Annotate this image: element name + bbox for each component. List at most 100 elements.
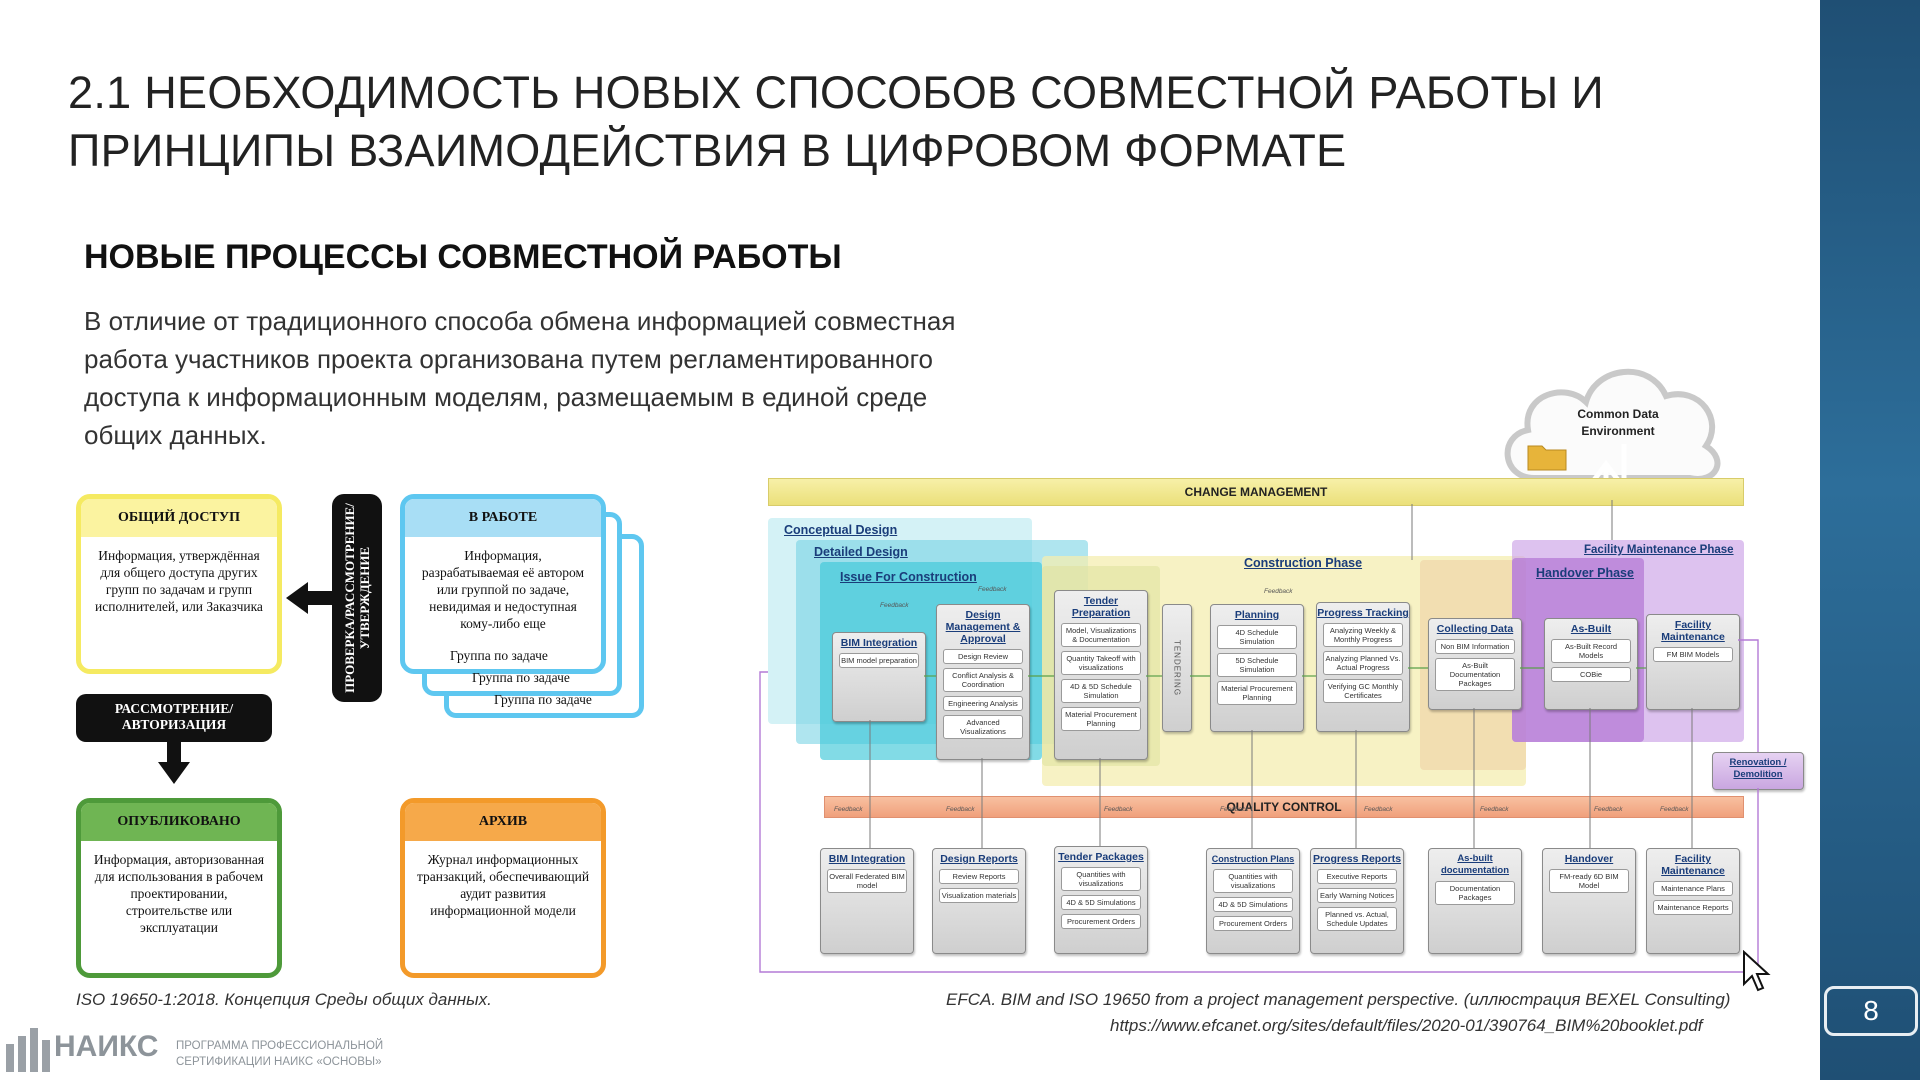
output-chip: Documentation Packages <box>1435 881 1515 905</box>
process-tender-preparation: Tender Preparation Model, Visualizations… <box>1054 590 1148 760</box>
construction-phase-label: Construction Phase <box>1244 556 1363 570</box>
output-as-built-documentation: As-built documentation Documentation Pac… <box>1428 848 1522 954</box>
output-facility-maintenance: Facility Maintenance Maintenance Plans M… <box>1646 848 1740 954</box>
feedback-tag: Feedback <box>880 602 909 609</box>
output-title: As-built documentation <box>1440 853 1510 876</box>
efca-diagram: Common Data Environment CHANGE MANAGEMEN… <box>759 369 1804 1035</box>
change-management-bar: CHANGE MANAGEMENT <box>768 478 1744 506</box>
process-title: Planning <box>1234 609 1280 621</box>
task-group-label-3: Группа по задаче <box>494 692 592 707</box>
feedback-tag: Feedback <box>1480 806 1509 813</box>
process-chip: As-Built Documentation Packages <box>1435 658 1515 691</box>
output-title: Construction Plans <box>1211 854 1295 864</box>
iso-caption: ISO 19650-1:2018. Концепция Среды общих … <box>76 990 492 1009</box>
output-chip: Quantities with visualizations <box>1213 869 1293 893</box>
process-title: Design Management & Approval <box>945 609 1021 645</box>
output-design-reports: Design Reports Review Reports Visualizat… <box>932 848 1026 954</box>
authorize-tag: РАССМОТРЕНИЕ/ АВТОРИЗАЦИЯ <box>76 694 272 742</box>
process-chip: FM BIM Models <box>1653 647 1733 662</box>
page-number: 8 <box>1824 986 1918 1036</box>
handover-phase-label: Handover Phase <box>1536 566 1634 580</box>
efca-link[interactable]: https://www.efcanet.org/sites/default/fi… <box>1110 1016 1703 1035</box>
process-planning: Planning 4D Schedule Simulation 5D Sched… <box>1210 604 1304 732</box>
process-chip: 4D & 5D Schedule Simulation <box>1061 679 1141 703</box>
cloud-label: Common Data Environment <box>1577 407 1659 438</box>
output-progress-reports: Progress Reports Executive Reports Early… <box>1310 848 1404 954</box>
output-chip: Executive Reports <box>1317 869 1397 884</box>
section-title: НОВЫЕ ПРОЦЕССЫ СОВМЕСТНОЙ РАБОТЫ <box>84 238 842 276</box>
footer-program-line-1: ПРОГРАММА ПРОФЕССИОНАЛЬНОЙ <box>176 1040 384 1052</box>
output-handover: Handover FM-ready 6D BIM Model <box>1542 848 1636 954</box>
output-title: Progress Reports <box>1312 853 1402 865</box>
left-arrow-icon <box>286 582 334 614</box>
output-bim-integration: BIM Integration Overall Federated BIM mo… <box>820 848 914 954</box>
shared-card: ОБЩИЙ ДОСТУП Информация, утверждённая дл… <box>76 494 282 674</box>
process-chip: Model, Visualizations & Documentation <box>1061 623 1141 647</box>
archive-card: АРХИВ Журнал информационных транзакций, … <box>400 798 606 978</box>
process-collecting-data: Collecting Data Non BIM Information As-B… <box>1428 618 1522 710</box>
published-card-text: Информация, авторизованная для использов… <box>93 852 265 935</box>
wip-card: В РАБОТЕ Информация, разрабатываемая её … <box>400 494 606 674</box>
process-chip: Analyzing Weekly & Monthly Progress <box>1323 623 1403 647</box>
footer-logo-text: НАИКС <box>54 1030 159 1063</box>
output-chip: Review Reports <box>939 869 1019 884</box>
connector-line <box>1738 639 1759 752</box>
feedback-tag: Feedback <box>946 806 975 813</box>
naiks-logo-icon <box>6 1028 50 1072</box>
feedback-tag: Feedback <box>1660 806 1689 813</box>
down-arrow-icon <box>158 742 190 784</box>
connector-line <box>759 671 1759 973</box>
process-chip: COBie <box>1551 667 1631 682</box>
feedback-tag: Feedback <box>1594 806 1623 813</box>
shared-card-title: ОБЩИЙ ДОСТУП <box>81 499 277 537</box>
feedback-tag: Feedback <box>1104 806 1133 813</box>
renovation-label: Renovation / Demolition <box>1729 757 1787 780</box>
process-title: Progress Tracking <box>1317 607 1409 619</box>
process-title: Collecting Data <box>1436 623 1514 635</box>
output-chip: Procurement Orders <box>1061 914 1141 929</box>
output-tender-packages: Tender Packages Quantities with visualiz… <box>1054 846 1148 954</box>
output-title: BIM Integration <box>828 853 906 865</box>
task-group-label-1: Группа по задаче <box>450 648 548 663</box>
published-card-title: ОПУБЛИКОВАНО <box>81 803 277 841</box>
task-group-label-2: Группа по задаче <box>472 670 570 685</box>
process-title: Tender Preparation <box>1071 595 1131 619</box>
output-chip: 4D & 5D Simulations <box>1061 895 1141 910</box>
process-title: As-Built <box>1570 623 1612 635</box>
conceptual-design-label: Conceptual Design <box>784 523 898 537</box>
process-chip: 4D Schedule Simulation <box>1217 625 1297 649</box>
output-title: Handover <box>1564 853 1614 865</box>
archive-card-text: Журнал информационных транзакций, обеспе… <box>416 852 590 918</box>
process-chip: Quantity Takeoff with visualizations <box>1061 651 1141 675</box>
process-design-management: Design Management & Approval Design Revi… <box>936 604 1030 760</box>
issue-construction-label: Issue For Construction <box>840 570 977 584</box>
output-chip: Overall Federated BIM model <box>827 869 907 893</box>
side-accent-bar <box>1820 0 1920 1080</box>
process-title: Facility Maintenance <box>1661 619 1725 643</box>
process-chip: Material Procurement Planning <box>1061 707 1141 731</box>
feedback-tag: Feedback <box>1220 806 1249 813</box>
mouse-cursor-icon <box>1743 950 1771 992</box>
process-as-built: As-Built As-Built Record Models COBie <box>1544 618 1638 710</box>
output-title: Tender Packages <box>1058 851 1144 863</box>
feedback-tag: Feedback <box>978 586 1007 593</box>
archive-card-title: АРХИВ <box>405 803 601 841</box>
folder-icon <box>1527 445 1567 471</box>
output-chip: 4D & 5D Simulations <box>1213 897 1293 912</box>
process-chip: Design Review <box>943 649 1023 664</box>
output-chip: Procurement Orders <box>1213 916 1293 931</box>
process-chip: 5D Schedule Simulation <box>1217 653 1297 677</box>
shared-card-text: Информация, утверждённая для общего дост… <box>95 548 263 614</box>
process-progress-tracking: Progress Tracking Analyzing Weekly & Mon… <box>1316 602 1410 732</box>
process-chip: Analyzing Planned Vs. Actual Progress <box>1323 651 1403 675</box>
process-chip: Verifying GC Monthly Certificates <box>1323 679 1403 703</box>
feedback-tag: Feedback <box>1364 806 1393 813</box>
process-chip: Material Procurement Planning <box>1217 681 1297 705</box>
output-chip: Maintenance Plans <box>1653 881 1733 896</box>
output-construction-plans: Construction Plans Quantities with visua… <box>1206 848 1300 954</box>
process-facility-maintenance: Facility Maintenance FM BIM Models <box>1646 614 1740 710</box>
output-chip: Maintenance Reports <box>1653 900 1733 915</box>
process-chip: Conflict Analysis & Coordination <box>943 668 1023 692</box>
tendering-box: TENDERING <box>1162 604 1192 732</box>
authorize-label: РАССМОТРЕНИЕ/ АВТОРИЗАЦИЯ <box>114 701 234 732</box>
